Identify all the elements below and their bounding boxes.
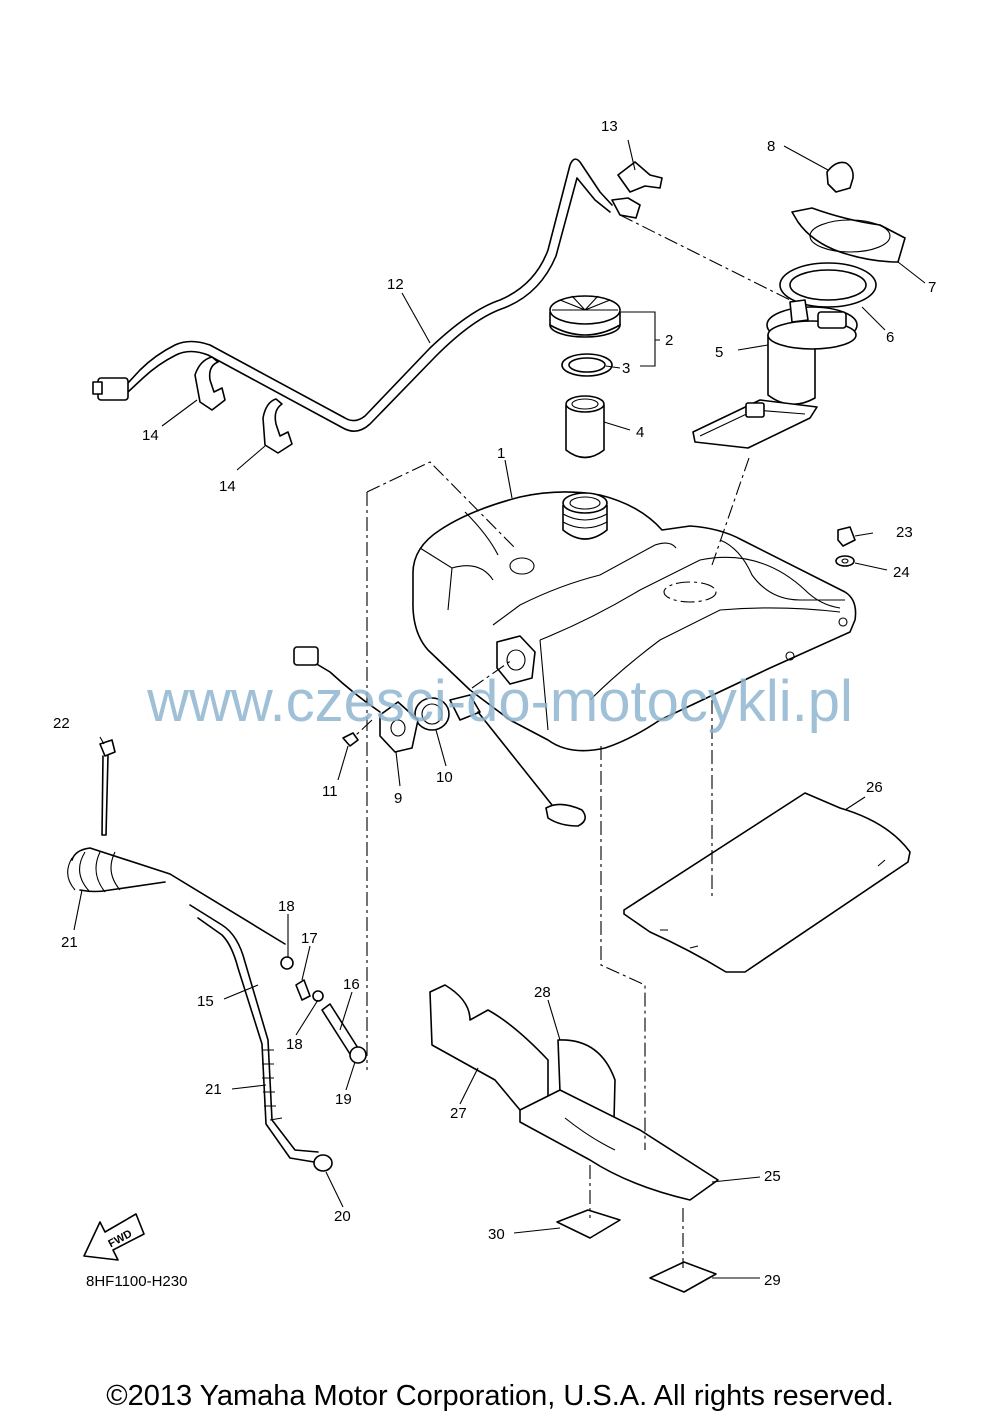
heat-shield-27	[429, 984, 549, 1111]
part-label-7: 7	[928, 279, 936, 296]
assembly-lines	[354, 214, 791, 1268]
part-label-14a: 14	[142, 427, 159, 444]
fwd-arrow-icon: FWD	[83, 1213, 145, 1261]
part-label-27: 27	[450, 1105, 467, 1122]
part-label-5: 5	[715, 344, 723, 361]
part-label-8: 8	[767, 138, 775, 155]
pad-30	[556, 1209, 621, 1239]
washer-24	[835, 555, 855, 567]
part-label-17: 17	[301, 930, 318, 947]
drain-hose-15-21	[67, 847, 319, 1163]
clamp-20	[313, 1154, 333, 1172]
part-label-21a: 21	[61, 934, 78, 951]
clamp-19	[349, 1046, 367, 1064]
part-label-2: 2	[665, 332, 673, 349]
cover-plate-9	[293, 646, 419, 753]
part-labels: 13 8 7 6 5 2 3 4 1 12 14 14 23 24 26 22 …	[53, 118, 936, 1289]
part-label-30: 30	[488, 1226, 505, 1243]
screw-11	[342, 732, 359, 747]
part-label-11: 11	[322, 783, 338, 800]
copyright-notice: ©2013 Yamaha Motor Corporation, U.S.A. A…	[106, 1380, 894, 1412]
part-label-29: 29	[764, 1272, 781, 1289]
part-label-26: 26	[866, 779, 883, 796]
diagram-code: 8HF1100-H230	[86, 1273, 188, 1290]
part-label-18b: 18	[286, 1036, 303, 1053]
part-label-9: 9	[394, 790, 402, 807]
part-label-10: 10	[436, 769, 453, 786]
clip-17-18	[280, 956, 324, 1002]
part-label-3: 3	[622, 360, 630, 377]
part-label-28: 28	[534, 984, 551, 1001]
part-label-16: 16	[343, 976, 360, 993]
hose-clamp-14a	[194, 356, 226, 411]
part-label-14b: 14	[219, 478, 236, 495]
sender-unit-10	[414, 694, 586, 827]
part-label-15: 15	[197, 993, 214, 1010]
cable-tie-22	[99, 739, 116, 836]
heat-shield-26	[623, 792, 911, 973]
part-label-18a: 18	[278, 898, 295, 915]
part-label-21b: 21	[205, 1081, 222, 1098]
part-label-12: 12	[387, 276, 404, 293]
leader-lines	[73, 139, 926, 1279]
fuel-pump-5	[692, 299, 858, 449]
fuel-tank-1	[412, 491, 857, 752]
ring-gasket-6	[779, 262, 877, 308]
part-label-6: 6	[886, 329, 894, 346]
heat-shield-28	[557, 1039, 616, 1121]
part-label-23: 23	[896, 524, 913, 541]
part-label-25: 25	[764, 1168, 781, 1185]
hose-clip-13	[611, 161, 663, 219]
part-label-13: 13	[601, 118, 618, 135]
part-label-4: 4	[636, 424, 644, 441]
part-label-19: 19	[335, 1091, 352, 1108]
fuel-cap-2	[549, 295, 621, 338]
gasket-plate-7	[791, 207, 906, 263]
pad-29	[649, 1261, 717, 1293]
part-label-22: 22	[53, 715, 70, 732]
breather-hose-12	[92, 158, 613, 432]
cap-8	[826, 161, 854, 193]
part-label-24: 24	[893, 564, 910, 581]
hose-clamp-14b	[262, 398, 293, 454]
part-label-1: 1	[497, 445, 505, 462]
heat-shield-25	[519, 1089, 719, 1201]
bolt-23	[837, 526, 856, 547]
cap-gasket-3	[561, 353, 613, 377]
filter-tube-4	[565, 395, 605, 459]
part-label-20: 20	[334, 1208, 351, 1225]
